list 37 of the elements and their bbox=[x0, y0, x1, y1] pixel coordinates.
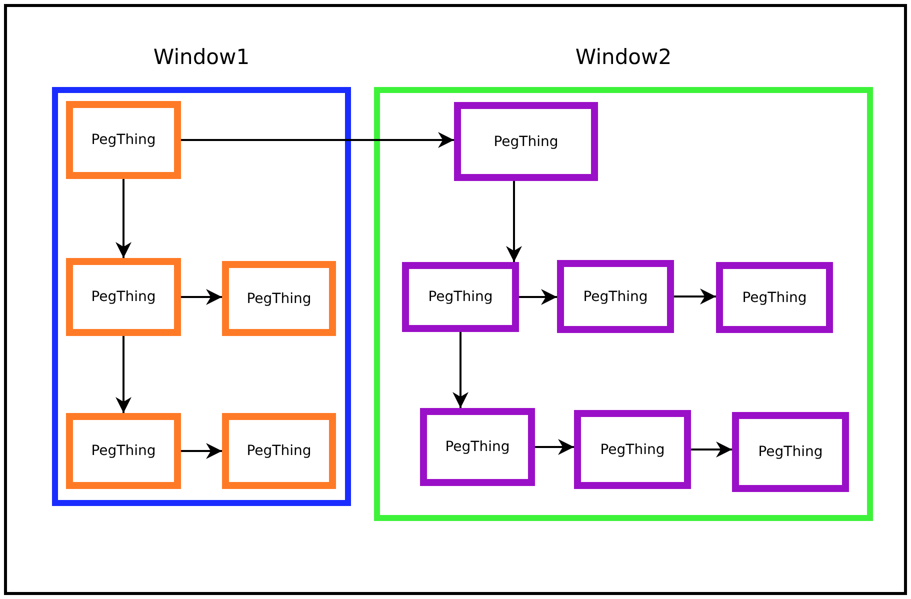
arrow bbox=[181, 132, 454, 148]
node-label: PegThing bbox=[91, 289, 156, 305]
arrow bbox=[519, 289, 557, 305]
node-label: PegThing bbox=[428, 289, 493, 305]
node-label: PegThing bbox=[758, 444, 823, 460]
node-label: PegThing bbox=[583, 288, 648, 304]
peg-box bbox=[732, 412, 849, 492]
arrow bbox=[181, 443, 222, 459]
node-label: PegThing bbox=[445, 439, 510, 455]
arrow bbox=[674, 288, 716, 304]
arrow bbox=[181, 289, 222, 305]
peg-box bbox=[420, 408, 535, 486]
peg-box bbox=[402, 262, 519, 332]
node-label: PegThing bbox=[246, 443, 312, 459]
arrow bbox=[691, 442, 732, 458]
window-title: Window1 bbox=[152, 45, 251, 69]
peg-box bbox=[454, 102, 598, 181]
window-title: Window2 bbox=[574, 45, 673, 69]
arrow bbox=[116, 336, 132, 413]
peg-box bbox=[66, 258, 181, 336]
peg-box bbox=[574, 410, 691, 489]
arrow bbox=[506, 181, 522, 262]
node-label: PegThing bbox=[91, 132, 156, 148]
peg-box bbox=[66, 101, 181, 179]
node-label: PegThing bbox=[91, 443, 156, 459]
peg-box bbox=[557, 260, 674, 333]
arrow bbox=[535, 439, 574, 455]
node-label: PegThing bbox=[600, 442, 665, 458]
peg-box bbox=[66, 413, 181, 489]
peg-box bbox=[716, 262, 833, 333]
node-label: PegThing bbox=[742, 290, 807, 306]
peg-box bbox=[222, 261, 336, 336]
peg-box bbox=[222, 413, 336, 489]
node-label: PegThing bbox=[246, 290, 312, 306]
arrow bbox=[452, 332, 468, 408]
node-label: PegThing bbox=[494, 134, 558, 150]
arrow bbox=[116, 179, 132, 258]
